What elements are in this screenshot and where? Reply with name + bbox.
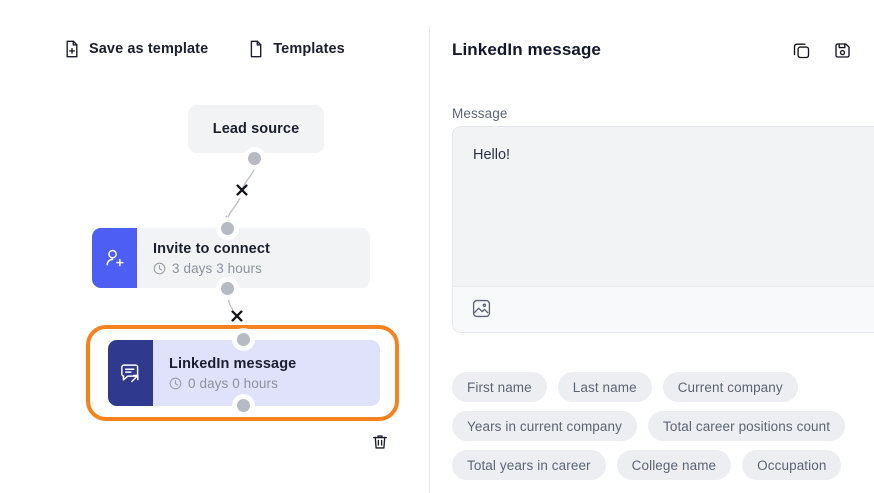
variable-chip[interactable]: Total career positions count xyxy=(647,411,846,441)
image-icon[interactable] xyxy=(471,298,492,319)
flow-node-title: Invite to connect xyxy=(153,241,270,257)
flow-node-duration: 3 days 3 hours xyxy=(153,261,370,276)
user-plus-icon xyxy=(92,228,137,288)
variable-chip[interactable]: Years in current company xyxy=(452,411,637,441)
copy-icon[interactable] xyxy=(792,41,811,60)
variable-chip[interactable]: First name xyxy=(452,372,547,402)
message-input[interactable]: Hello! xyxy=(452,126,874,333)
flow-node-title: Lead source xyxy=(212,121,300,137)
close-x-icon xyxy=(236,184,248,196)
message-send-icon xyxy=(108,340,153,406)
port-invite-in[interactable] xyxy=(221,222,234,235)
templates-label: Templates xyxy=(273,41,345,57)
clock-icon xyxy=(169,377,182,390)
flow-node-duration-label: 0 days 0 hours xyxy=(188,376,278,391)
port-linkedin-in[interactable] xyxy=(237,333,250,346)
variable-chip[interactable]: Total years in career xyxy=(452,450,606,480)
port-linkedin-out[interactable] xyxy=(237,399,250,412)
variable-chip[interactable]: College name xyxy=(616,450,732,480)
port-invite-out[interactable] xyxy=(221,282,234,295)
flow-canvas-pane: Save as template Templates xyxy=(0,0,429,493)
message-field-label: Message xyxy=(452,106,508,121)
delete-node-button[interactable] xyxy=(371,433,391,453)
flow-node-linkedin-message[interactable]: LinkedIn message 0 days 0 hours xyxy=(108,340,380,406)
save-icon[interactable] xyxy=(833,41,852,60)
close-x-icon xyxy=(231,310,243,322)
flow-toolbar: Save as template Templates xyxy=(0,33,429,65)
message-input-value: Hello! xyxy=(473,147,511,163)
flow-node-title: LinkedIn message xyxy=(169,356,297,372)
details-header: LinkedIn message xyxy=(452,33,862,67)
edge-delete-button-1[interactable] xyxy=(234,182,250,198)
pane-divider xyxy=(429,26,430,493)
flow-node-content: LinkedIn message 0 days 0 hours xyxy=(153,340,380,406)
edge-delete-button-2[interactable] xyxy=(229,308,245,324)
flow-node-content: Invite to connect 3 days 3 hours xyxy=(137,228,370,288)
message-toolbar xyxy=(453,286,874,332)
variable-chips: First name Last name Current company Yea… xyxy=(452,372,874,480)
clock-icon xyxy=(153,262,166,275)
trash-icon xyxy=(373,435,387,449)
save-as-template-label: Save as template xyxy=(89,41,209,57)
file-plus-icon xyxy=(64,40,80,58)
templates-button[interactable]: Templates xyxy=(248,40,345,58)
file-icon xyxy=(248,40,264,58)
flow-canvas[interactable]: Lead source Invite to xyxy=(0,70,429,493)
port-lead-source-out[interactable] xyxy=(248,152,261,165)
flow-node-duration-label: 3 days 3 hours xyxy=(172,261,262,276)
flow-node-duration: 0 days 0 hours xyxy=(169,376,380,391)
flow-node-invite-to-connect[interactable]: Invite to connect 3 days 3 hours xyxy=(92,228,370,288)
variable-chip[interactable]: Current company xyxy=(662,372,798,402)
details-pane: LinkedIn message Message xyxy=(430,0,874,493)
variable-chip[interactable]: Last name xyxy=(557,372,652,402)
header-actions xyxy=(792,41,862,60)
variable-chip[interactable]: Occupation xyxy=(742,450,842,480)
save-as-template-button[interactable]: Save as template xyxy=(64,40,208,58)
flow-node-lead-source[interactable]: Lead source xyxy=(188,105,324,153)
page-title: LinkedIn message xyxy=(452,40,601,59)
